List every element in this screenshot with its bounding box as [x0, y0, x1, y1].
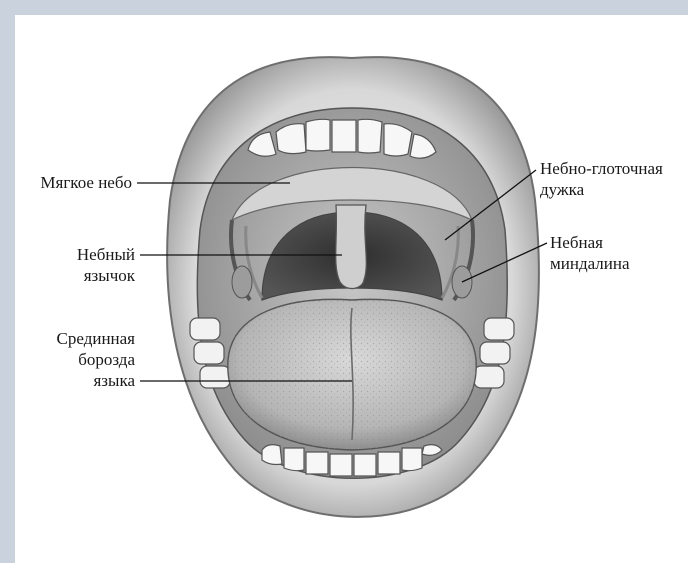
uvula — [336, 205, 367, 289]
label-palatoglossal-arch: Небно-глоточная дужка — [540, 158, 680, 200]
label-uvula: Небный язычок — [40, 244, 135, 286]
label-median-sulcus: Срединная борозда языка — [30, 328, 135, 391]
label-soft-palate: Мягкое небо — [15, 172, 132, 193]
left-tonsil — [232, 266, 252, 298]
label-palatine-tonsil: Небная миндалина — [550, 232, 660, 274]
